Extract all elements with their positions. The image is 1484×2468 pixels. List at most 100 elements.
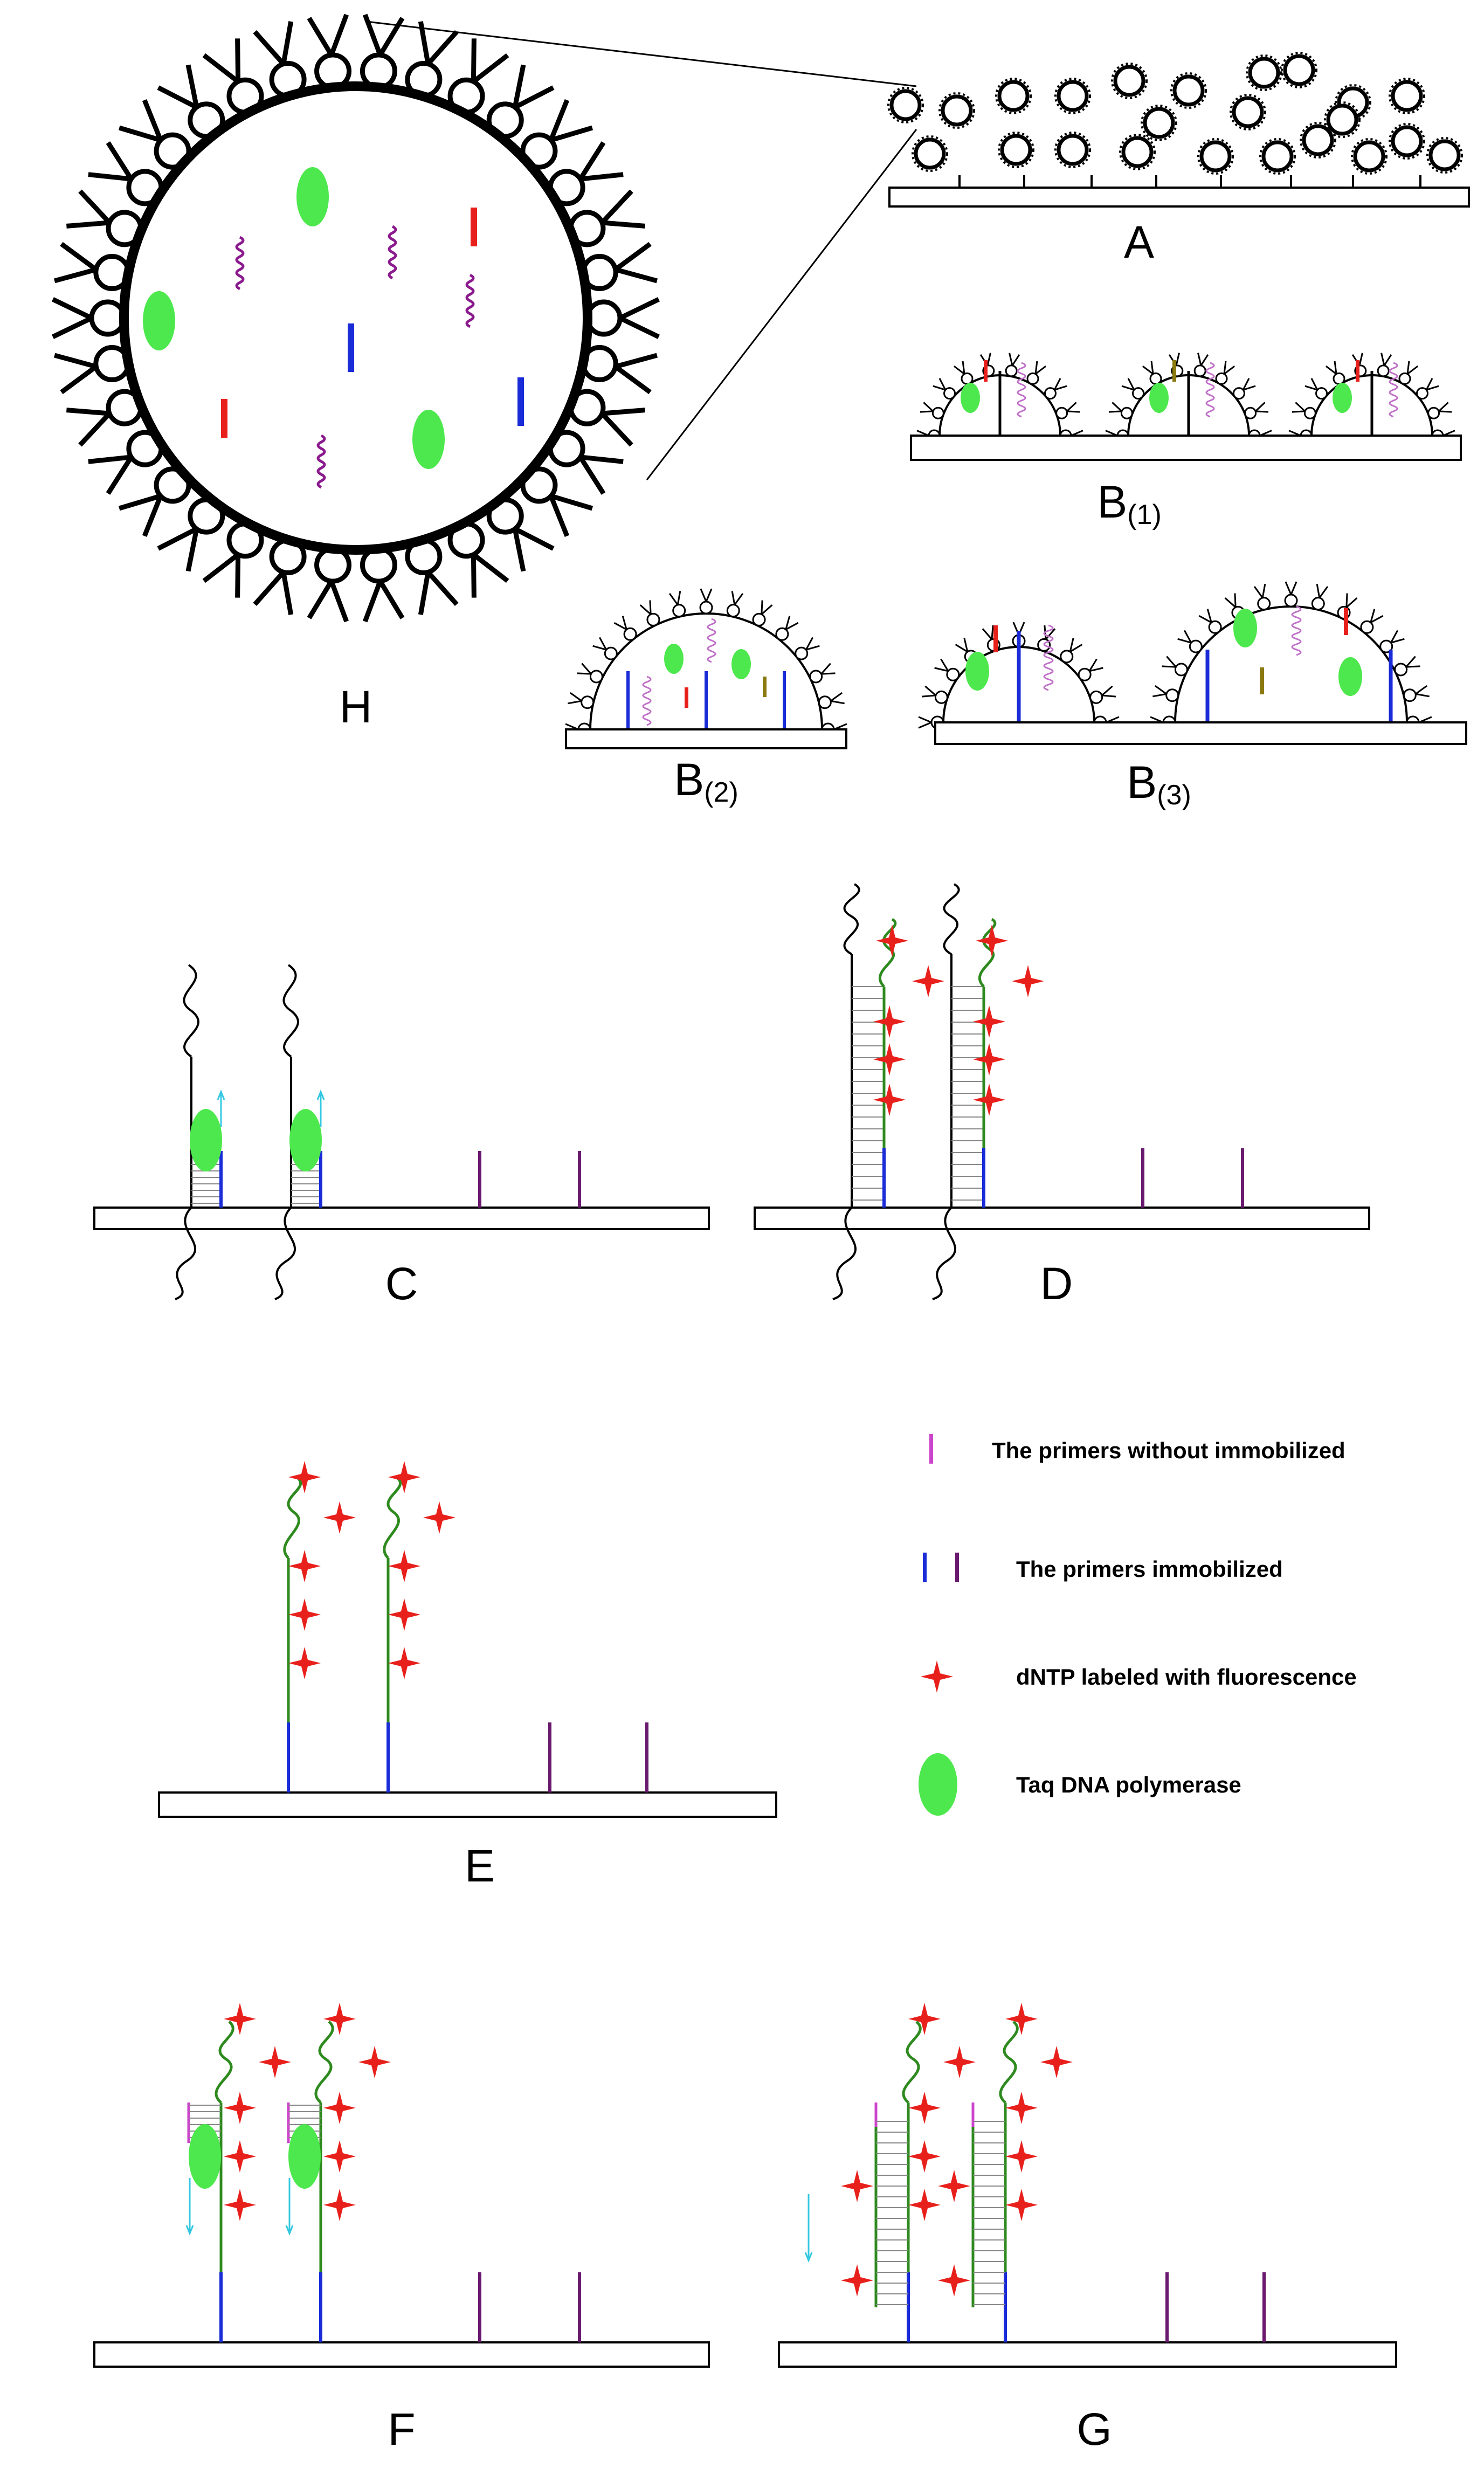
surfactant-tail: [1406, 361, 1410, 374]
surfactant-head: [1078, 667, 1092, 681]
dntp-star: [423, 1501, 455, 1534]
dntp-star: [908, 2140, 941, 2173]
surfactant-tail: [378, 17, 405, 57]
surfactant-head: [1132, 387, 1145, 400]
dntp-star: [873, 1043, 906, 1076]
primer-free: [1344, 608, 1348, 635]
primer-free: [1172, 360, 1176, 382]
surfactant-tail: [253, 570, 286, 606]
surfactant-head: [1284, 594, 1298, 608]
zoom-line-top: [366, 20, 917, 87]
surfactant-tail: [1319, 585, 1329, 598]
surfactant-tail: [1142, 366, 1154, 375]
surfactant-tail: [426, 30, 459, 66]
surfactant-tail: [472, 553, 509, 583]
legend-immobilized-primer-swatch-purple: [955, 1553, 959, 1582]
template-strand: [707, 618, 716, 663]
surfactant-tail: [1183, 630, 1192, 643]
surfactant-tail: [1285, 581, 1292, 595]
surfactant-molecule: [613, 616, 637, 641]
surfactant-tail: [705, 588, 713, 602]
surfactant-tail: [1175, 353, 1180, 366]
surfactant-head: [1060, 650, 1074, 664]
surfactant-molecule: [568, 189, 646, 247]
substrate-c: [93, 1207, 710, 1230]
dntp-star: [224, 2140, 256, 2173]
surfactant-head: [1165, 688, 1179, 702]
surfactant-molecule: [253, 21, 307, 99]
synthesized-strand-tail: [902, 2021, 922, 2104]
surfactant-molecule: [405, 21, 459, 99]
substrate-b2: [565, 728, 847, 749]
polymerase: [1338, 657, 1362, 696]
surfactant-tail: [700, 588, 707, 602]
surfactant-tail: [805, 637, 814, 650]
surfactant-tail: [615, 267, 658, 284]
panel-b1: B(1): [910, 353, 1462, 530]
surfactant-tail: [619, 315, 660, 339]
substrate-b3: [934, 721, 1467, 745]
surfactant-tail: [1088, 658, 1098, 672]
polymerase: [1333, 383, 1352, 413]
dntp-star: [288, 1647, 321, 1679]
primer-blue-1: [348, 323, 354, 372]
emulsion-bead: [1055, 79, 1090, 113]
surfactant-head: [1232, 387, 1245, 400]
surfactant-tail: [1310, 378, 1319, 390]
surfactant-head: [1394, 663, 1408, 677]
surfactant-molecule: [1060, 638, 1083, 664]
surfactant-tail: [118, 125, 162, 143]
surfactant-molecule: [307, 13, 352, 90]
surfactant-tail: [52, 297, 93, 321]
surfactant-molecule: [1044, 378, 1067, 400]
surfactant-tail: [1242, 378, 1250, 390]
surfactant-tail: [568, 700, 582, 705]
surfactant-tail: [1345, 597, 1358, 608]
surfactant-molecule: [447, 521, 509, 598]
surfactant-tail: [580, 454, 624, 464]
dntp-star: [259, 2046, 291, 2078]
surfactant-tail: [1358, 353, 1363, 366]
droplet-membrane: [119, 81, 592, 555]
legend-free-primer: The primers without immobilized: [992, 1438, 1345, 1463]
surfactant-tail: [830, 692, 843, 702]
surfactant-tail: [106, 456, 134, 495]
panel-g: G: [778, 2003, 1397, 2455]
surfactant-head: [946, 667, 960, 681]
surfactant-head: [943, 387, 956, 400]
surfactant-head: [775, 627, 789, 641]
surfactant-tail: [1197, 353, 1202, 366]
surfactant-molecule: [953, 361, 974, 385]
surfactant-tail: [639, 604, 652, 615]
surfactant-tail: [785, 622, 799, 631]
synthesized-strand-tail: [978, 918, 997, 988]
surfactant-tail: [1066, 402, 1077, 412]
surfactant-molecule: [88, 141, 164, 206]
surfactant-head: [646, 612, 660, 626]
polymerase: [1149, 383, 1169, 413]
surfactant-tail: [1069, 644, 1083, 653]
surfactant-molecule: [253, 537, 307, 615]
surfactant-tail: [668, 592, 679, 605]
surfactant-molecule: [88, 430, 164, 495]
surfactant-molecule: [592, 637, 618, 660]
dntp-star: [224, 2092, 256, 2124]
template-lower: [274, 1207, 296, 1300]
surfactant-head: [795, 646, 809, 660]
surfactant-molecule: [1253, 584, 1271, 611]
surfactant-molecule: [1394, 656, 1420, 677]
surfactant-tail: [924, 685, 936, 697]
surfactant-tail: [88, 172, 132, 182]
template-lower: [175, 1207, 196, 1300]
surfactant-tail: [1034, 361, 1038, 374]
label-b1: B(1): [1097, 477, 1162, 530]
surfactant-tail: [830, 700, 845, 705]
surfactant-tail: [362, 580, 383, 623]
label-g: G: [1076, 2404, 1112, 2455]
surfactant-head: [1377, 364, 1390, 377]
surfactant-molecule: [1427, 402, 1452, 419]
surfactant-head: [1403, 688, 1417, 702]
surfactant-tail: [578, 456, 606, 495]
panel-d: D: [754, 883, 1370, 1309]
